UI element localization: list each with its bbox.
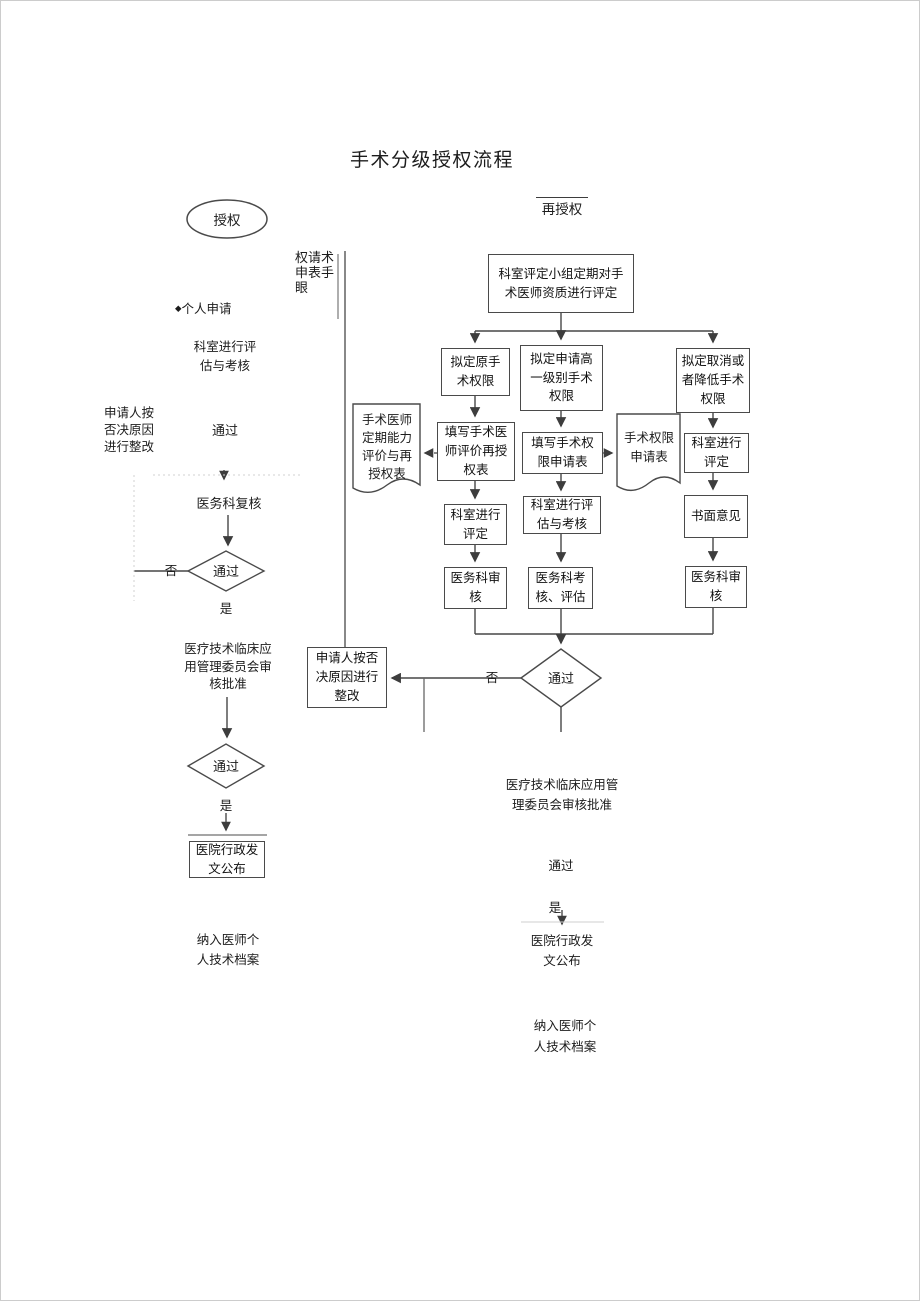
apply-form-document-shape (616, 413, 681, 491)
center-decision-no-label: 否 (485, 671, 499, 685)
decision2-yes-label: 是 (219, 799, 233, 813)
center-archive-label: 纳入医师个 人技术档案 (533, 1019, 597, 1054)
dept-evaluate-a-box: 科室进行 评定 (444, 504, 507, 545)
keep-authority-box: 拟定原手 术权限 (441, 348, 510, 396)
left-archive-label: 纳入医师个 人技术档案 (196, 933, 260, 967)
reauthorize-label: 再授权 (536, 197, 588, 220)
decision1-label: 通过 (212, 564, 239, 579)
dept-evaluate-b-box: 科室进行评 估与考核 (523, 496, 601, 534)
decision2-diamond (186, 743, 266, 789)
left-dept-evaluation-label: 科室进行评 估与考核 (193, 340, 257, 373)
medical-dept-recheck-label: 医务科复核 (196, 496, 262, 511)
center-committee-approval-label: 医疗技术临床应用管 理委员会审核批准 (505, 778, 619, 812)
side-note-vertical-text: 权请术 申表手 眼 (295, 250, 335, 295)
center-decision-label: 通过 (547, 671, 574, 686)
upgrade-authority-box: 拟定申请高 一级别手术 权限 (520, 345, 603, 411)
dept-evaluate-c-box: 科室进行 评定 (684, 433, 749, 473)
fill-reauth-form-box: 填写手术医 师评价再授 权表 (437, 422, 515, 481)
decision2-label: 通过 (212, 759, 239, 774)
left-pass-label: 通过 (211, 423, 238, 438)
reauth-form-document-label: 手术医师 定期能力 评价与再 授权表 (361, 413, 412, 481)
left-committee-approval-label: 医疗技术临床应 用管理委员会审 核批准 (184, 642, 272, 691)
center-decision-diamond (519, 648, 603, 708)
medical-review-c-box: 医务科审 核 (685, 566, 747, 608)
periodic-evaluation-box: 科室评定小组定期对手 术医师资质进行评定 (488, 254, 634, 313)
apply-form-document-label: 手术权限 申请表 (623, 431, 674, 464)
center-hospital-publish-label: 医院行政发 文公布 (530, 934, 594, 968)
personal-application-item: ◆个人申请 (175, 282, 265, 318)
personal-application-label: 个人申请 (181, 302, 232, 317)
page-title: 手术分级授权流程 (349, 150, 514, 171)
medical-review-b-box: 医务科考 核、评估 (528, 567, 593, 609)
medical-review-a-box: 医务科审 核 (444, 567, 507, 609)
start-oval-label: 授权 (213, 213, 241, 228)
center-pass-label: 通过 (548, 859, 574, 873)
center-rework-box: 申请人按否 决原因进行 整改 (307, 647, 387, 708)
start-oval-shape (186, 199, 268, 239)
decision1-diamond (186, 550, 266, 592)
center-yes-label: 是 (548, 901, 562, 915)
reduce-authority-box: 拟定取消或 者降低手术 权限 (676, 348, 750, 413)
decision1-yes-label: 是 (219, 602, 233, 616)
written-opinion-box: 书面意见 (684, 495, 748, 538)
decision1-no-label: 否 (164, 564, 178, 578)
fill-apply-form-box: 填写手术权 限申请表 (522, 432, 603, 474)
reauth-form-document-shape (352, 403, 421, 493)
left-rework-note: 申请人按 否决原因 进行整改 (104, 406, 155, 454)
diamond-bullet-icon: ◆ (175, 303, 182, 314)
hospital-publish-box: 医院行政发 文公布 (189, 841, 265, 878)
